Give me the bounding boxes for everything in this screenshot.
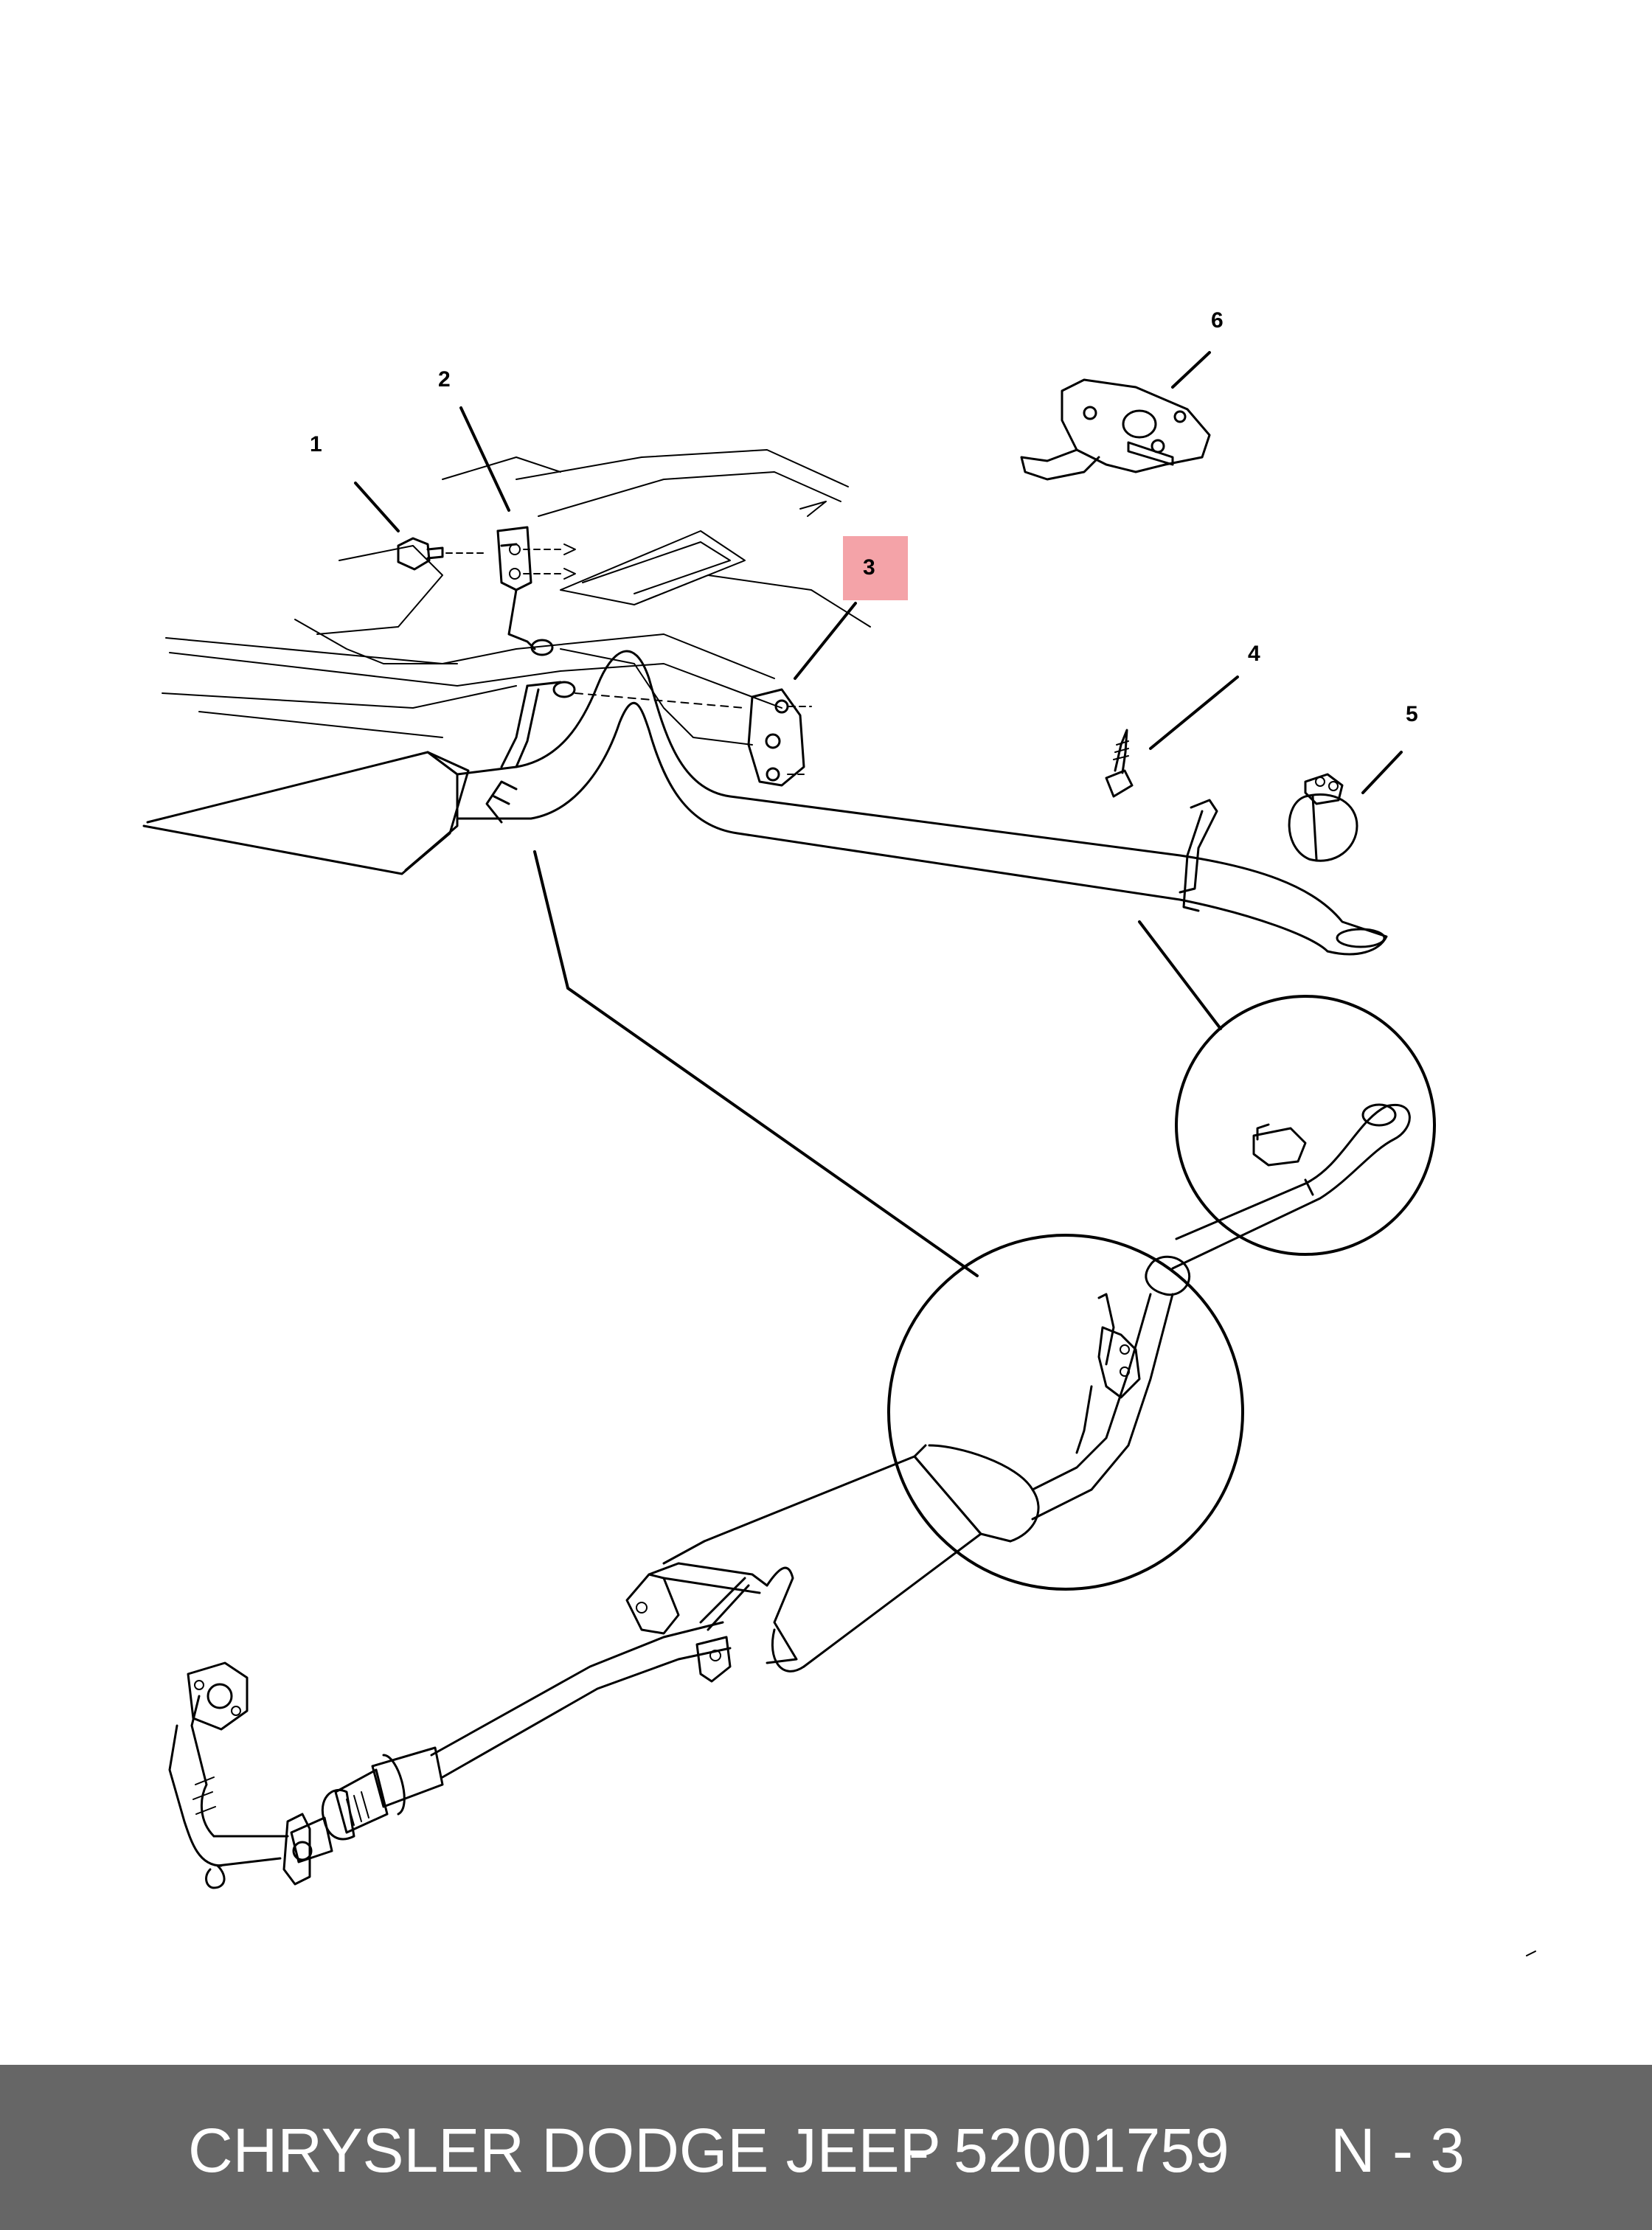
detail-circle-tailpipe-hanger bbox=[1171, 995, 1436, 1270]
detail-leaders bbox=[533, 850, 1222, 1277]
highlight-box-callout-3 bbox=[843, 536, 908, 600]
callout-5: 5 bbox=[1406, 702, 1418, 726]
callout-1: 1 bbox=[310, 432, 322, 456]
tail-pipe bbox=[456, 650, 1388, 956]
callout-2: 2 bbox=[438, 367, 451, 392]
isolator-part-3 bbox=[552, 681, 812, 787]
exhaust-system-diagram: 1 2 3 4 5 6 bbox=[142, 308, 1536, 1956]
callout-4: 4 bbox=[1248, 642, 1260, 666]
detail-circle-muffler-hanger bbox=[887, 1234, 1244, 1591]
callout-labels: 1 2 3 4 5 6 bbox=[310, 308, 1418, 726]
hanger-isolator-part-6 bbox=[1020, 378, 1211, 481]
footer-ref-label: N - 3 bbox=[1330, 2116, 1465, 2185]
clamp-part-5 bbox=[1288, 773, 1358, 862]
footer-part-number: 52001759 bbox=[954, 2116, 1229, 2185]
footer-separator: - bbox=[909, 2116, 929, 2185]
rear-muffler bbox=[142, 751, 470, 875]
bolt-part-1 bbox=[397, 537, 487, 571]
hanger-bracket-part-2 bbox=[496, 526, 576, 656]
footer-bar bbox=[0, 2065, 1652, 2230]
screw-part-4 bbox=[1105, 729, 1134, 798]
stray-mark bbox=[1526, 1951, 1536, 1956]
callout-3: 3 bbox=[863, 555, 875, 580]
front-exhaust-assembly bbox=[168, 1455, 982, 1889]
footer-brand: CHRYSLER DODGE JEEP bbox=[188, 2116, 941, 2185]
callout-6: 6 bbox=[1211, 308, 1224, 333]
callout-leaders bbox=[354, 351, 1403, 794]
vehicle-underbody bbox=[162, 449, 871, 746]
